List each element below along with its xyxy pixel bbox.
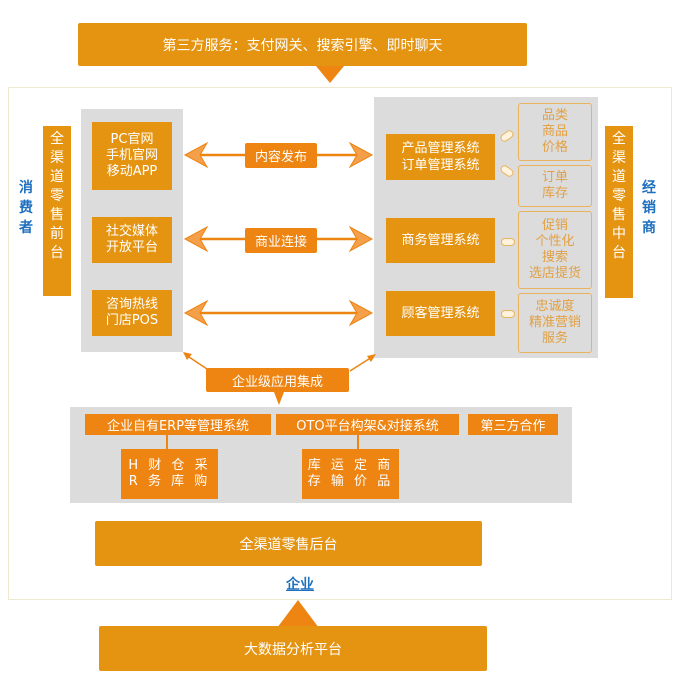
middle-bar-char: 道 [612, 169, 626, 185]
module-line: 存 输 价 品 [307, 474, 394, 489]
feature-line: 搜索 [541, 250, 568, 265]
double-arrow-icon [183, 299, 374, 327]
product-order-management-system: 产品管理系统 订单管理系统 [386, 134, 495, 180]
oto-platform-header: OTO平台构架&对接系统 [276, 414, 459, 435]
enterprise-label: 企业 [286, 577, 314, 593]
channel-line: 手机官网 [105, 148, 158, 163]
middle-bar-char: 零 [612, 188, 626, 204]
feature-line: 精准营销 [528, 315, 581, 330]
front-bar-char: 渠 [50, 150, 64, 166]
integration-arrows-icon [183, 352, 376, 405]
middle-bar-char: 中 [612, 226, 626, 242]
channel-line: 社交媒体 [105, 224, 158, 239]
enterprise-frame [8, 87, 672, 600]
third-party-cooperation-header: 第三方合作 [468, 414, 558, 435]
module-line: R 务 库 购 [128, 474, 211, 489]
feature-line: 库存 [541, 186, 568, 201]
feature-line: 促销 [541, 218, 568, 233]
enterprise-application-integration: 企业级应用集成 [206, 368, 349, 392]
dealer-label: 经销商 [642, 180, 656, 236]
front-bar-char: 售 [50, 207, 64, 223]
system-line: 订单管理系统 [401, 158, 480, 173]
oto-modules: 库 运 定 商 存 输 价 品 [302, 449, 399, 499]
module-line: H 财 仓 采 [128, 458, 211, 473]
channel-web-mobile-app: PC官网 手机官网 移动APP [92, 122, 172, 190]
middle-bar-char: 台 [612, 245, 626, 261]
feature-line: 忠诚度 [535, 299, 575, 314]
middle-bar-char: 售 [612, 207, 626, 223]
front-bar-char: 全 [50, 131, 64, 147]
feature-line: 选店提货 [528, 266, 581, 281]
front-bar-char: 道 [50, 169, 64, 185]
channel-line: 开放平台 [105, 240, 158, 255]
feature-order-inventory: 订单 库存 [518, 165, 592, 207]
feature-line: 订单 [541, 170, 568, 185]
module-line: 库 运 定 商 [307, 458, 394, 473]
feature-line: 服务 [541, 331, 568, 346]
feature-promotion-search-pickup: 促销 个性化 搜索 选店提货 [518, 211, 592, 289]
omnichannel-middle-office-bar: 全 渠 道 零 售 中 台 [605, 126, 633, 298]
omnichannel-back-office-bar: 全渠道零售后台 [95, 521, 482, 566]
channel-hotline-pos: 咨询热线 门店POS [92, 290, 172, 336]
channel-line: 咨询热线 [105, 297, 158, 312]
feature-loyalty-marketing-service: 忠诚度 精准营销 服务 [518, 293, 592, 353]
consumer-label: 消费者 [19, 180, 33, 236]
system-line: 商务管理系统 [401, 233, 480, 248]
business-management-system: 商务管理系统 [386, 218, 495, 263]
system-line: 顾客管理系统 [401, 306, 480, 321]
up-arrow-icon [277, 600, 319, 628]
middle-bar-char: 渠 [612, 150, 626, 166]
pointer-hand-icon [501, 238, 515, 246]
feature-line: 个性化 [535, 234, 575, 249]
big-data-analytics-platform: 大数据分析平台 [99, 626, 487, 671]
pointer-hand-icon [501, 310, 515, 318]
third-party-services-banner: 第三方服务：支付网关、搜索引擎、即时聊天 [78, 23, 527, 66]
customer-management-system: 顾客管理系统 [386, 291, 495, 336]
omnichannel-front-office-bar: 全 渠 道 零 售 前 台 [43, 126, 71, 296]
feature-line: 价格 [541, 140, 568, 155]
third-party-services-text: 第三方服务：支付网关、搜索引擎、即时聊天 [162, 37, 443, 54]
channel-line: 门店POS [105, 313, 159, 328]
erp-modules: H 财 仓 采 R 务 库 购 [121, 449, 218, 499]
channel-line: 移动APP [106, 164, 158, 179]
connector-line [166, 435, 168, 449]
front-bar-char: 零 [50, 188, 64, 204]
front-bar-char: 前 [50, 226, 64, 242]
connector-line [357, 435, 359, 449]
middle-bar-char: 全 [612, 131, 626, 147]
feature-line: 品类 [541, 108, 568, 123]
front-bar-char: 台 [50, 245, 64, 261]
channel-social-media: 社交媒体 开放平台 [92, 217, 172, 263]
feature-line: 商品 [541, 124, 568, 139]
feature-category-product-price: 品类 商品 价格 [518, 103, 592, 161]
content-publishing-label: 内容发布 [245, 143, 317, 168]
system-line: 产品管理系统 [401, 141, 480, 156]
banner-down-arrow-icon [316, 66, 344, 83]
business-connection-label: 商业连接 [245, 228, 317, 253]
channel-line: PC官网 [110, 132, 154, 147]
erp-systems-header: 企业自有ERP等管理系统 [85, 414, 271, 435]
